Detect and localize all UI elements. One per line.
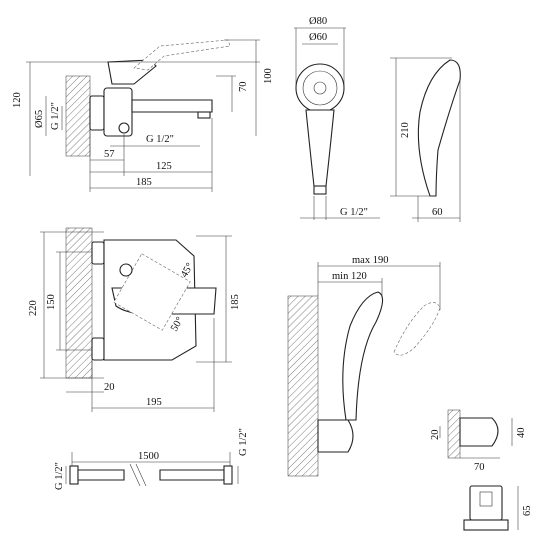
dim-o80: Ø80 — [309, 16, 327, 27]
holder-body — [317, 419, 354, 453]
dim-20-holder: 20 — [430, 430, 441, 441]
dim-185-front: 185 — [230, 294, 241, 310]
dim-1500: 1500 — [138, 451, 159, 462]
wall-hatch-side — [65, 75, 91, 157]
dim-g12-hose-left: G 1/2" — [54, 462, 65, 490]
diverter-knob — [119, 263, 133, 277]
dim-120: 120 — [12, 92, 23, 108]
shower-max-ghost — [393, 302, 441, 356]
dim-150: 150 — [46, 294, 57, 310]
shower-side-profile — [417, 59, 461, 197]
shower-handle-front — [305, 109, 335, 187]
dim-65-holder: 65 — [522, 506, 533, 517]
holder-slot — [479, 491, 493, 507]
dim-g12-front: G 1/2" — [146, 134, 174, 145]
dim-210: 210 — [400, 122, 411, 138]
eccentric-bottom — [91, 337, 105, 361]
lever-ghost — [133, 39, 231, 71]
eccentric-side — [118, 122, 130, 134]
dim-70: 70 — [238, 82, 249, 93]
hand-shower-side: 210 60 — [390, 57, 461, 222]
hose-nut-left — [69, 465, 79, 485]
dim-100: 100 — [263, 68, 274, 84]
shower-holder-assembly: max 190 min 120 — [287, 255, 441, 477]
holder-wall-hatch — [447, 409, 461, 459]
hose-nut-right — [223, 465, 233, 485]
wall-hatch-front — [65, 227, 93, 379]
dim-57: 57 — [104, 149, 115, 160]
spout-outlet — [197, 111, 211, 119]
mixer-front-view: 220 150 45° 50° 185 20 195 — [28, 227, 241, 412]
hose-body-right — [159, 469, 225, 481]
dim-g12-top: G 1/2" — [50, 102, 61, 130]
dim-220: 220 — [28, 300, 39, 316]
dim-195: 195 — [146, 397, 162, 408]
shower-connector — [313, 185, 327, 195]
dim-o60: Ø60 — [309, 32, 327, 43]
spout-side — [131, 99, 213, 113]
dim-g12-handshower: G 1/2" — [340, 207, 368, 218]
dim-40: 40 — [516, 428, 527, 439]
holder-base — [463, 519, 509, 531]
dim-g12-hose-right: G 1/2" — [238, 428, 249, 456]
wall-hatch-holder — [287, 295, 319, 477]
wall-flange-side — [89, 95, 105, 131]
eccentric-top — [91, 241, 105, 265]
dim-o65: Ø65 — [34, 110, 45, 128]
dim-min-120: min 120 — [332, 271, 367, 282]
holder-detail-side — [459, 417, 499, 447]
dim-max-190: max 190 — [352, 255, 388, 266]
dim-125: 125 — [156, 161, 172, 172]
holder-detail-front — [469, 485, 503, 521]
dim-60: 60 — [432, 207, 443, 218]
shower-min — [342, 291, 384, 421]
holder-detail: 20 40 70 65 — [430, 409, 533, 531]
hose-body-left — [77, 469, 125, 481]
dim-185-side: 185 — [136, 177, 152, 188]
dim-70-holder: 70 — [474, 462, 485, 473]
hand-shower-front: Ø80 Ø60 G 1/2" — [294, 16, 380, 220]
dim-20-front: 20 — [104, 382, 115, 393]
shower-head-inner — [302, 70, 338, 106]
mixer-side-view: 120 100 70 Ø65 G 1/2" G 1/2" 57 125 185 — [12, 39, 274, 192]
shower-head-center — [313, 81, 327, 95]
lever-rotate-ghost — [113, 253, 191, 331]
hose: 1500 G 1/2" G 1/2" — [54, 428, 249, 490]
